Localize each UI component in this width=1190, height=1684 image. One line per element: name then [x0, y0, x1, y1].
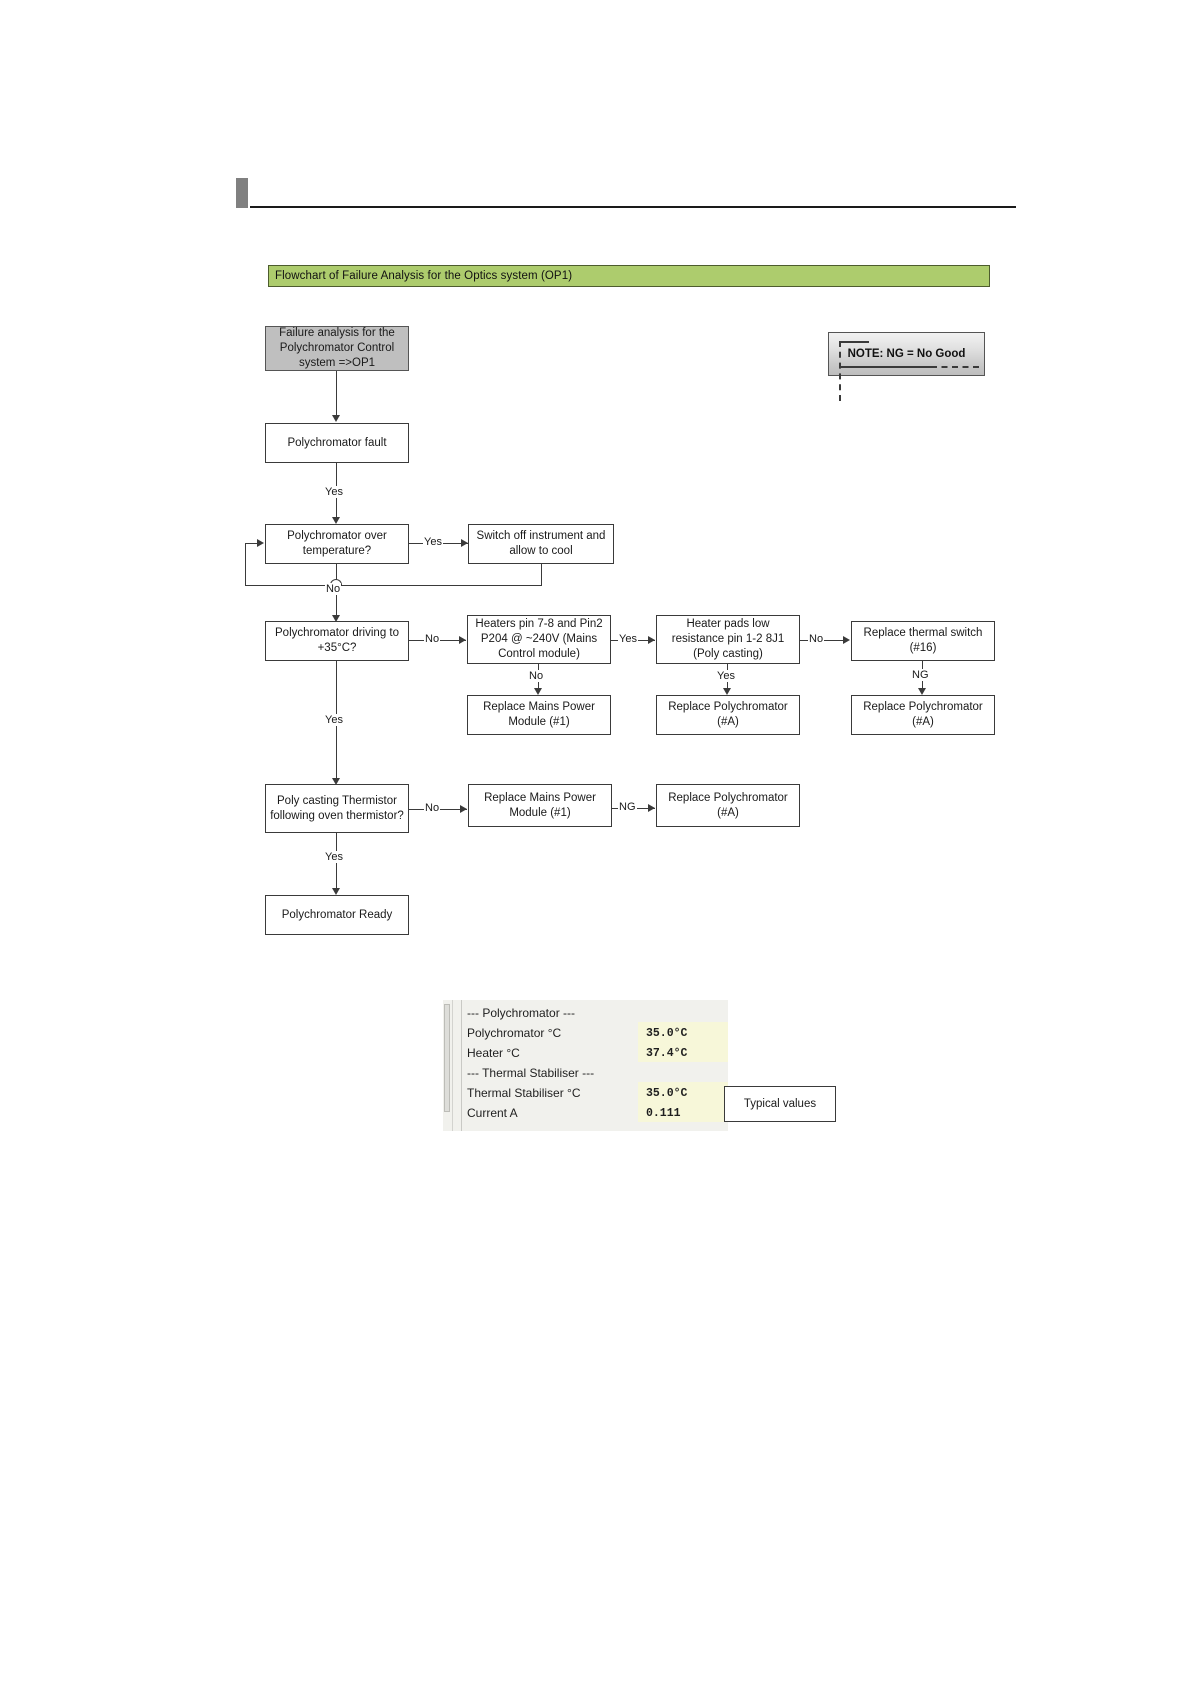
edge-start-to-fault [336, 371, 338, 417]
screenshot-row-label-1: Polychromator °C [467, 1026, 562, 1040]
flow-node-over-temperature: Polychromator over temperature? [265, 524, 409, 564]
edge-overtemp-no-lower [336, 586, 338, 619]
flow-node-replace-polychromator-3: Replace Polychromator (#A) [656, 784, 800, 827]
screenshot-row-value-1: 35.0°C [642, 1024, 688, 1042]
edge-label-pads-yes: Yes [716, 670, 736, 682]
edge-overtemp-no-upper [336, 564, 338, 581]
flow-node-polychromator-fault: Polychromator fault [265, 423, 409, 463]
edge-label-pads-no: No [808, 633, 825, 645]
arrowhead-switch-ng [918, 688, 926, 695]
screenshot-row-label-0: --- Polychromator --- [467, 1006, 576, 1020]
edge-label-heaters-no: No [528, 670, 545, 682]
header-tab-mark [236, 178, 248, 208]
flow-node-replace-polychromator-2: Replace Polychromator (#A) [851, 695, 995, 735]
edge-label-overtemp-yes: Yes [423, 536, 443, 548]
arrowhead-start-to-fault [332, 415, 340, 422]
screenshot-row-label-3: --- Thermal Stabiliser --- [467, 1066, 595, 1080]
note-decoration-underline-dashed [931, 366, 979, 368]
arrowhead-driving-to-heaters [459, 636, 466, 644]
note-decoration-underline [839, 366, 931, 368]
edge-label-driving-yes: Yes [324, 714, 344, 726]
arrowhead-overtemp-to-driving [332, 615, 340, 622]
flow-node-heaters-pin: Heaters pin 7-8 and Pin2 P204 @ ~240V (M… [467, 615, 611, 664]
arrowhead-pads-to-thermal-switch [843, 636, 850, 644]
flow-node-start: Failure analysis for the Polychromator C… [265, 326, 409, 371]
edge-label-thermistor-yes: Yes [324, 851, 344, 863]
flow-node-replace-polychromator-1: Replace Polychromator (#A) [656, 695, 800, 735]
screenshot-row-label-5: Current A [467, 1106, 518, 1120]
flow-node-poly-casting-thermistor: Poly casting Thermistor following oven t… [265, 784, 409, 833]
flow-node-replace-thermal-switch: Replace thermal switch (#16) [851, 621, 995, 661]
arrowhead-driving-yes [332, 778, 340, 785]
screenshot-column-divider [461, 1000, 462, 1131]
arrowhead-thermistor-yes [332, 888, 340, 895]
flow-node-driving-to-35c: Polychromator driving to +35°C? [265, 621, 409, 661]
flow-node-heater-pads: Heater pads low resistance pin 1-2 8J1 (… [656, 615, 800, 664]
screenshot-row-value-2: 37.4°C [642, 1044, 688, 1062]
screenshot-scrollbar-thumb[interactable] [444, 1004, 450, 1112]
flow-node-polychromator-ready: Polychromator Ready [265, 895, 409, 935]
screenshot-row-label-2: Heater °C [467, 1046, 520, 1060]
edge-label-fault-yes: Yes [324, 486, 344, 498]
arrowhead-fault-to-overtemp [332, 517, 340, 524]
arrowhead-overtemp-to-switchoff [461, 539, 468, 547]
arrowhead-pads-yes [723, 688, 731, 695]
edge-label-thermistor-no: No [424, 802, 441, 814]
app-screenshot-panel: --- Polychromator --- Polychromator °C 3… [443, 1000, 728, 1131]
flow-node-replace-mains-power-2: Replace Mains Power Module (#1) [468, 784, 612, 827]
arrowhead-heaters-no [534, 688, 542, 695]
arrowhead-thermistor-to-replace-mains [460, 805, 467, 813]
section-banner: Flowchart of Failure Analysis for the Op… [268, 265, 990, 287]
edge-switchoff-loop-into-node [245, 543, 258, 545]
note-decoration-top [839, 341, 869, 343]
note-decoration-dashed-vertical [839, 341, 841, 401]
flow-node-replace-mains-power-1: Replace Mains Power Module (#1) [467, 695, 611, 735]
typical-values-callout: Typical values [724, 1086, 836, 1122]
note-box: NOTE: NG = No Good [828, 332, 985, 401]
edge-switchoff-loop-across [245, 585, 542, 587]
edge-label-heaters-yes: Yes [618, 633, 638, 645]
screenshot-row-label-4: Thermal Stabiliser °C [467, 1086, 581, 1100]
edge-switchoff-loop-up [245, 544, 247, 586]
screenshot-scrollbar[interactable] [443, 1000, 453, 1131]
edge-switchoff-loop-down [541, 564, 543, 586]
note-text: NOTE: NG = No Good [847, 348, 966, 360]
arrowhead-heaters-to-pads [648, 636, 655, 644]
flow-node-switch-off: Switch off instrument and allow to cool [468, 524, 614, 564]
screenshot-row-value-5: 0.111 [642, 1104, 681, 1122]
screenshot-row-value-4: 35.0°C [642, 1084, 688, 1102]
section-banner-title: Flowchart of Failure Analysis for the Op… [275, 270, 573, 282]
arrowhead-replace-mains-to-replace-poly [648, 804, 655, 812]
edge-label-switch-ng: NG [911, 669, 930, 681]
edge-label-driving-no: No [424, 633, 441, 645]
edge-label-thermistor-ng: NG [618, 801, 637, 813]
edge-label-overtemp-no: No [325, 583, 342, 595]
wire-hop [330, 579, 342, 586]
header-rule [250, 206, 1016, 208]
arrowhead-loop-to-overtemp [257, 539, 264, 547]
